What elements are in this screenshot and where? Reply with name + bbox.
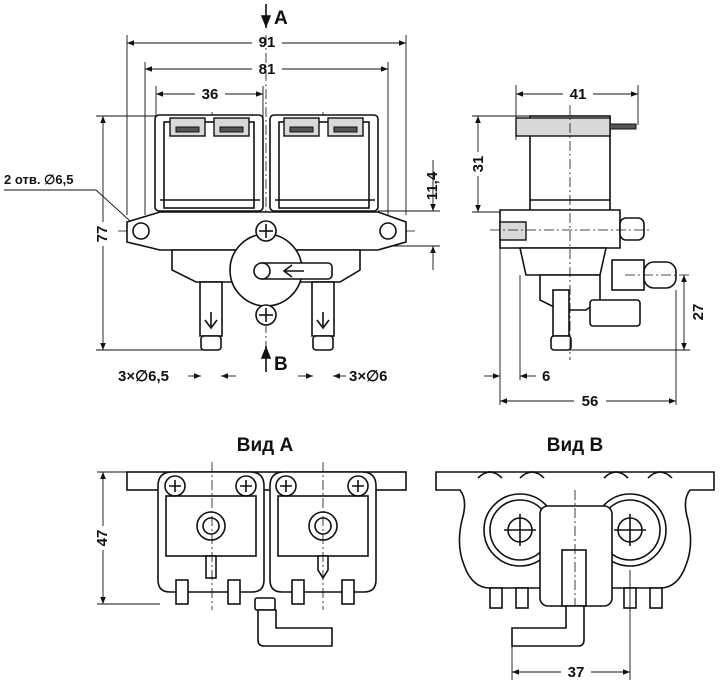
side-view: 41 31 27 6 (469, 84, 707, 410)
coil-left (154, 114, 264, 212)
outlet-diam-right: 3×∅6 (349, 368, 388, 385)
dim-overall-width: 91 (259, 34, 276, 51)
dim-coil-width: 36 (202, 86, 219, 103)
dim-inlet-height: 27 (690, 304, 707, 321)
mount-hole-right (379, 222, 397, 240)
view-a: Вид А 47 (93, 435, 407, 647)
front-view: A 91 81 36 77 11,4 2 отв. ∅6,5 (4, 4, 441, 385)
dim-outlet-spacing: 37 (568, 664, 585, 681)
mount-hole-left (132, 222, 150, 240)
outlet-right (311, 281, 335, 351)
dim-view-a-height: 47 (94, 530, 111, 547)
view-arrow-a-label: A (274, 8, 288, 29)
dim-mount-pitch: 81 (259, 61, 276, 78)
dim-height: 77 (94, 226, 111, 243)
coil-right (269, 114, 379, 212)
view-arrow-b-label: B (274, 354, 288, 375)
dim-offset: 6 (542, 368, 550, 385)
dim-top-height: 31 (470, 156, 487, 173)
elbow-pipe-b (511, 605, 585, 647)
dim-top-width: 41 (570, 86, 587, 103)
dim-flange-thickness: 11,4 (424, 171, 441, 200)
view-b-title: Вид В (547, 435, 603, 456)
outlet-diam-left: 3×∅6,5 (118, 368, 169, 385)
view-b: Вид В 37 (435, 435, 715, 681)
valve-unit-left (157, 471, 265, 605)
valve-unit-right (269, 471, 377, 605)
view-a-title: Вид А (237, 435, 294, 456)
holes-note: 2 отв. ∅6,5 (4, 172, 73, 187)
outlet-side (550, 335, 572, 351)
outlet-left (199, 281, 223, 351)
dim-depth: 56 (582, 393, 599, 410)
elbow-pipe-a (257, 609, 333, 647)
